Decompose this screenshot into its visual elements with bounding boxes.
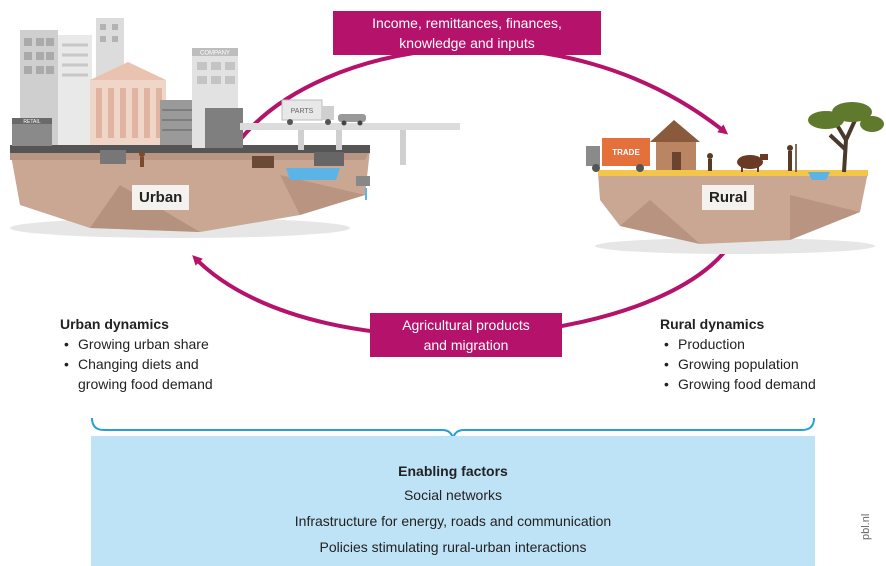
enabling-factor-line: Policies stimulating rural-urban interac… bbox=[319, 539, 587, 555]
rural-hut bbox=[650, 120, 700, 170]
urban-dynamics-item: Changing diets and bbox=[60, 354, 280, 374]
enabling-factors-title: Enabling factors bbox=[398, 463, 508, 479]
trade-truck: TRADE bbox=[586, 138, 650, 172]
urban-dynamics-item-text: growing food demand bbox=[78, 376, 213, 392]
top-flow-label-line2: knowledge and inputs bbox=[399, 35, 535, 51]
urban-island: COMPANY RETAIL PARTS bbox=[10, 18, 460, 238]
enabling-factors-box: Enabling factors Social networks Infrast… bbox=[91, 436, 815, 566]
rural-dynamics-item: Production bbox=[660, 334, 870, 354]
cow bbox=[737, 154, 768, 172]
company-sign: COMPANY bbox=[200, 51, 230, 57]
enabling-factor-line: Social networks bbox=[403, 487, 503, 503]
rural-label: Rural bbox=[702, 185, 755, 210]
tower-white bbox=[58, 35, 92, 145]
shop-sign: RETAIL bbox=[23, 119, 40, 125]
urban-dynamics-item: Growing urban share bbox=[60, 334, 280, 354]
bridge bbox=[240, 123, 460, 165]
urban-dynamics-item-continued: growing food demand bbox=[60, 374, 280, 394]
urban-dynamics-list: Growing urban share Changing diets and g… bbox=[60, 334, 280, 394]
rural-dynamics-title: Rural dynamics bbox=[660, 316, 765, 332]
bottom-flow-label-line2: and migration bbox=[423, 337, 509, 353]
rural-dynamics-list: Production Growing population Growing fo… bbox=[660, 334, 870, 394]
urban-label: Urban bbox=[132, 185, 190, 210]
parts-truck: PARTS bbox=[281, 99, 334, 125]
bottom-flow-label-line1: Agricultural products bbox=[402, 317, 530, 333]
rural-dynamics: Rural dynamics Production Growing popula… bbox=[660, 316, 870, 394]
parts-truck-text: PARTS bbox=[291, 108, 314, 115]
retail-shop: RETAIL bbox=[12, 118, 52, 146]
office-right bbox=[205, 108, 243, 148]
urban-dynamics-title: Urban dynamics bbox=[60, 316, 169, 332]
top-flow-label-line1: Income, remittances, finances, bbox=[372, 15, 562, 31]
rural-dynamics-item: Growing population bbox=[660, 354, 870, 374]
enabling-factor-line: Infrastructure for energy, roads and com… bbox=[294, 513, 612, 529]
top-flow-label: Income, remittances, finances, knowledge… bbox=[333, 11, 601, 55]
urban-dynamics: Urban dynamics Growing urban share Chang… bbox=[60, 316, 280, 394]
acacia-tree bbox=[808, 102, 884, 173]
rural-dynamics-item: Growing food demand bbox=[660, 374, 870, 394]
source-credit: pbl.nl bbox=[860, 513, 872, 540]
car bbox=[338, 114, 366, 126]
bank-building bbox=[90, 62, 166, 145]
trade-truck-text: TRADE bbox=[612, 148, 640, 157]
rural-island: TRADE bbox=[586, 102, 884, 254]
bottom-flow-label: Agricultural products and migration bbox=[370, 313, 562, 357]
